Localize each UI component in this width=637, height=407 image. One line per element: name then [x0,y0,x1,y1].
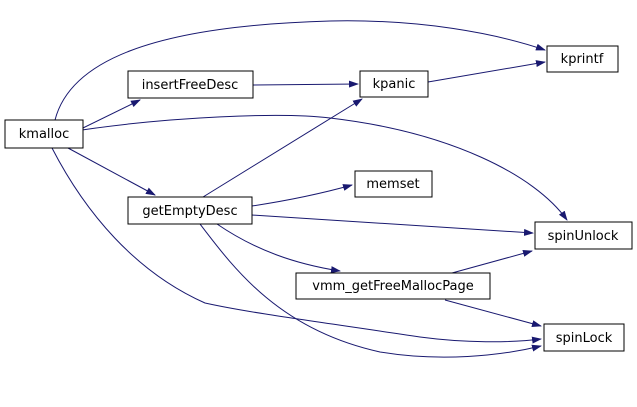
node-kprintf[interactable]: kprintf [546,45,619,73]
node-insertFreeDesc-label: insertFreeDesc [142,78,239,93]
node-kpanic-label: kpanic [373,77,416,92]
node-kpanic-box[interactable] [359,70,429,98]
edge-getEmptyDesc-spinUnlock [251,214,534,236]
edge-getEmptyDesc-vmm_getFreeMallocPage [216,223,341,274]
node-spinLock[interactable]: spinLock [543,323,625,352]
node-insertFreeDesc[interactable]: insertFreeDesc [127,70,254,99]
edge-kpanic-kprintf [427,60,546,83]
edge-layer [51,20,568,358]
node-vmm_getFreeMallocPage-box[interactable] [295,272,491,300]
edge-kmalloc-kprintf [54,20,546,121]
edge-kmalloc-insertFreeDesc [82,99,141,129]
node-vmm_getFreeMallocPage-label: vmm_getFreeMallocPage [312,279,473,294]
edge-vmm_getFreeMallocPage-spinLock [444,299,542,328]
node-getEmptyDesc[interactable]: getEmptyDesc [127,196,253,225]
edge-vmm_getFreeMallocPage-spinUnlock [451,250,533,274]
node-kprintf-box[interactable] [546,45,619,73]
node-memset-label: memset [366,177,419,192]
node-spinLock-box[interactable] [543,323,625,352]
edge-kmalloc-spinUnlock [81,115,568,221]
node-spinLock-label: spinLock [556,331,613,346]
node-getEmptyDesc-label: getEmptyDesc [142,204,237,219]
edge-insertFreeDesc-kpanic [252,80,359,88]
edge-getEmptyDesc-kpanic [202,98,363,198]
node-memset[interactable]: memset [354,170,433,198]
node-kprintf-label: kprintf [561,52,604,67]
node-kmalloc[interactable]: kmalloc [4,119,84,149]
node-spinUnlock-label: spinUnlock [548,229,619,244]
node-spinUnlock-box[interactable] [534,221,633,250]
edge-getEmptyDesc-spinLock [199,223,542,358]
edge-kmalloc-spinLock [51,147,542,344]
node-memset-box[interactable] [354,170,433,198]
edge-kmalloc-getEmptyDesc [67,147,156,196]
node-kmalloc-label: kmalloc [19,127,69,142]
edge-getEmptyDesc-memset [251,184,353,207]
node-insertFreeDesc-box[interactable] [127,70,254,99]
node-spinUnlock[interactable]: spinUnlock [534,221,633,250]
node-getEmptyDesc-box[interactable] [127,196,253,225]
node-kpanic[interactable]: kpanic [359,70,429,98]
node-vmm_getFreeMallocPage[interactable]: vmm_getFreeMallocPage [295,272,491,300]
node-kmalloc-box[interactable] [4,119,84,149]
node-layer: kmalloc insertFreeDesc kpanic kprintf ge… [4,45,633,352]
